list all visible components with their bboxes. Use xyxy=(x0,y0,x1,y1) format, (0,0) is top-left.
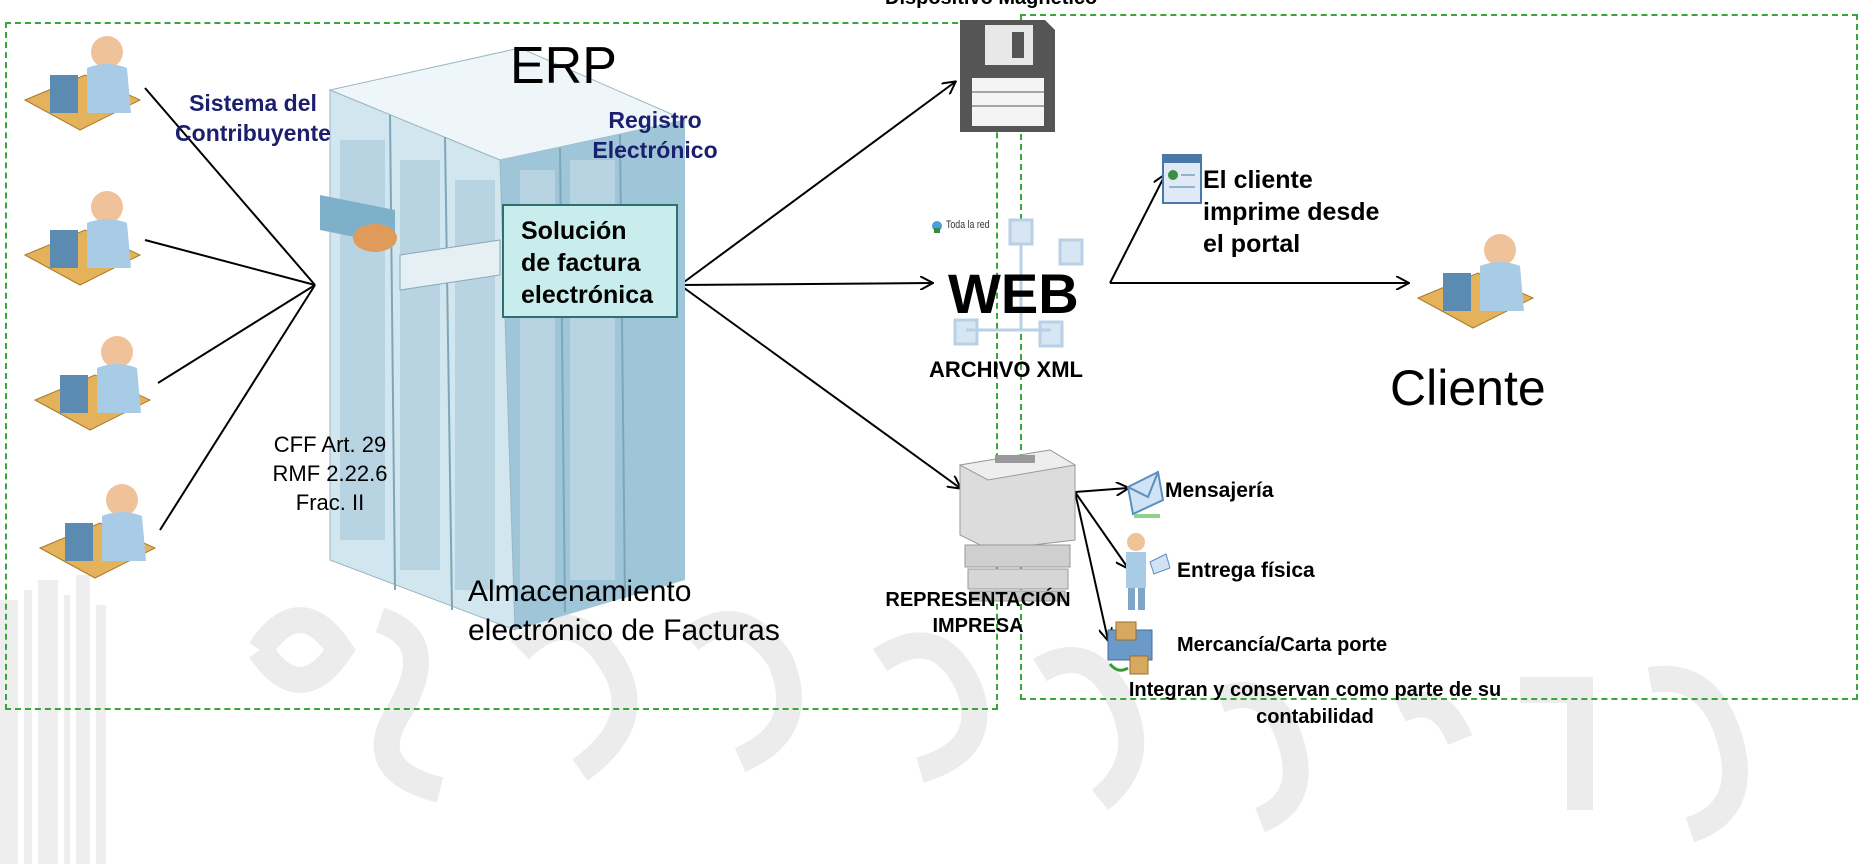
almacenamiento-line-1: Almacenamiento xyxy=(468,575,692,608)
envelope-icon xyxy=(1126,470,1165,518)
integran-conservan-label: Integran y conservan como parte de su co… xyxy=(1095,677,1535,731)
almacenamiento-label: Almacenamiento electrónico de Facturas xyxy=(468,572,780,650)
user-workstation-icon xyxy=(23,36,142,131)
user-workstation-icon xyxy=(23,191,142,286)
representacion-line-1: REPRESENTACIÓN xyxy=(885,589,1071,611)
cff-line-3: Frac. II xyxy=(295,490,365,515)
archivo-xml-label: ARCHIVO XML xyxy=(929,357,1083,382)
mensajeria-label: Mensajería xyxy=(1165,479,1274,502)
user-workstation-icon xyxy=(38,484,157,579)
solucion-line-2: de factura xyxy=(521,249,641,277)
representacion-line-2: IMPRESA xyxy=(932,615,1024,637)
cliente-imprime-line-3: el portal xyxy=(1203,230,1301,258)
network-globe-icon xyxy=(932,221,942,233)
solucion-line-1: Solución xyxy=(521,217,627,245)
web-label: WEB xyxy=(948,262,1079,325)
delivery-person-icon xyxy=(1126,533,1171,610)
solucion-line-3: electrónica xyxy=(521,281,654,309)
cliente-title: Cliente xyxy=(1390,360,1546,416)
registro-electronico-label: Registro Electrónico xyxy=(580,105,730,165)
client-workstation-icon xyxy=(1416,234,1535,329)
cff-reference-label: CFF Art. 29 RMF 2.22.6 Frac. II xyxy=(255,430,405,517)
cargo-truck-icon xyxy=(1107,621,1153,675)
floppy-disk-icon xyxy=(960,20,1055,132)
cff-line-2: RMF 2.22.6 xyxy=(272,461,388,486)
network-icon xyxy=(953,218,1084,348)
background-barcode-pattern xyxy=(0,575,1748,864)
sistema-contribuyente-label: Sistema del Contribuyente xyxy=(168,88,338,148)
cff-line-1: CFF Art. 29 xyxy=(273,432,387,457)
cliente-imprime-line-1: El cliente xyxy=(1203,166,1313,194)
almacenamiento-line-2: electrónico de Facturas xyxy=(468,614,780,647)
entrega-fisica-label: Entrega física xyxy=(1177,559,1315,582)
cliente-region xyxy=(1020,14,1858,700)
erp-title: ERP xyxy=(510,37,617,95)
registro-line-2: Electrónico xyxy=(592,137,718,163)
integran-line-1: Integran y conservan como parte de su xyxy=(1128,679,1502,701)
solucion-factura-box: Solución de factura electrónica xyxy=(502,204,678,318)
contribuyente-region xyxy=(5,22,998,710)
mercancia-carta-porte-label: Mercancía/Carta porte xyxy=(1177,634,1388,656)
toda-la-red-label: Toda la red xyxy=(946,219,990,231)
cliente-imprime-line-2: imprime desde xyxy=(1203,198,1380,226)
dispositivo-magnetico-label: Dispositivo Magnético xyxy=(885,0,1097,10)
printer-icon xyxy=(958,449,1077,602)
user-workstation-icon xyxy=(33,336,152,431)
integran-line-2: contabilidad xyxy=(1256,706,1374,728)
representacion-impresa-label: REPRESENTACIÓN IMPRESA xyxy=(868,587,1088,639)
cliente-imprime-label: El cliente imprime desde el portal xyxy=(1203,164,1379,260)
registro-line-1: Registro xyxy=(608,107,702,133)
sistema-line-2: Contribuyente xyxy=(175,120,331,146)
sistema-line-1: Sistema del xyxy=(189,90,317,116)
portal-document-icon xyxy=(1162,154,1202,204)
